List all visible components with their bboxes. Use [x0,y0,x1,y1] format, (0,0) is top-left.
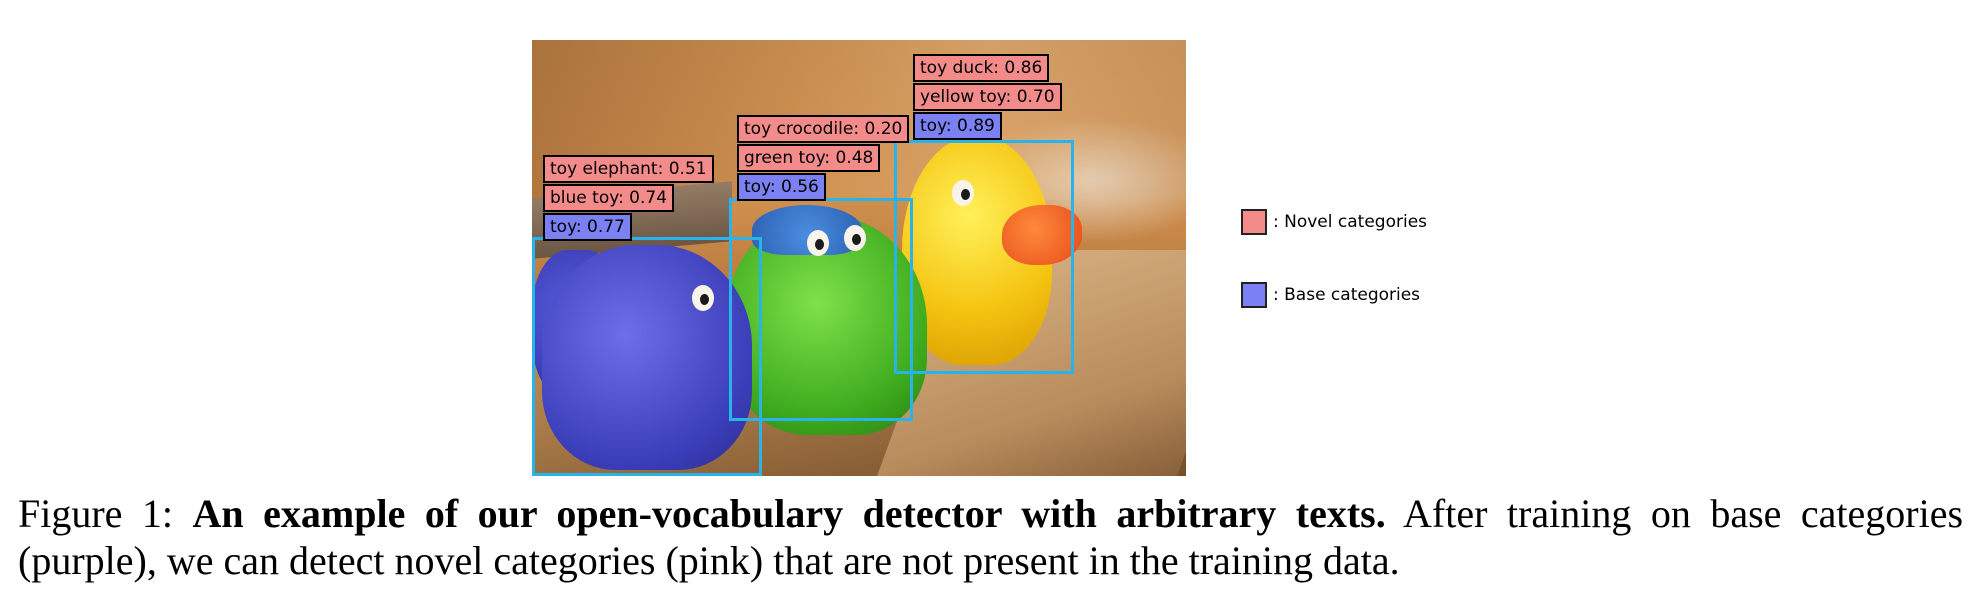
caption-text: After training on base categories (purpl… [18,491,1964,583]
crocodile-eye [844,225,866,251]
elephant-toy [542,245,752,470]
legend-novel-text: : Novel categories [1273,212,1428,232]
label-green-toy: green toy: 0.48 [737,144,881,172]
label-toy-elephant: toy elephant: 0.51 [543,155,714,183]
detection-box-duck [894,140,1074,374]
label-toy-duck: toy duck: 0.86 [913,54,1050,82]
label-blue-toy: blue toy: 0.74 [543,184,675,212]
novel-swatch [1241,209,1267,235]
label-toy-duck-base: toy: 0.89 [913,112,1002,140]
figure-caption: Figure 1: An example of our open-vocabul… [18,490,1963,584]
label-toy-crocodile-base: toy: 0.56 [737,173,826,201]
label-toy-crocodile: toy crocodile: 0.20 [737,115,910,143]
caption-bold: An example of our open-vocabulary detect… [192,491,1386,536]
detection-box-crocodile [729,198,913,421]
toy-photo [532,40,1186,476]
caption-prefix: Figure 1: [18,491,193,536]
legend-novel: : Novel categories [1241,207,1427,237]
duck-beak [1002,205,1082,265]
elephant-eye [692,285,714,311]
base-swatch [1241,282,1267,308]
label-yellow-toy: yellow toy: 0.70 [913,83,1062,111]
legend-base: : Base categories [1241,280,1420,310]
detection-box-elephant [532,237,762,476]
duck-eye [952,180,974,206]
label-toy-elephant-base: toy: 0.77 [543,213,632,241]
legend-base-text: : Base categories [1273,285,1421,305]
crocodile-eye [807,230,829,256]
